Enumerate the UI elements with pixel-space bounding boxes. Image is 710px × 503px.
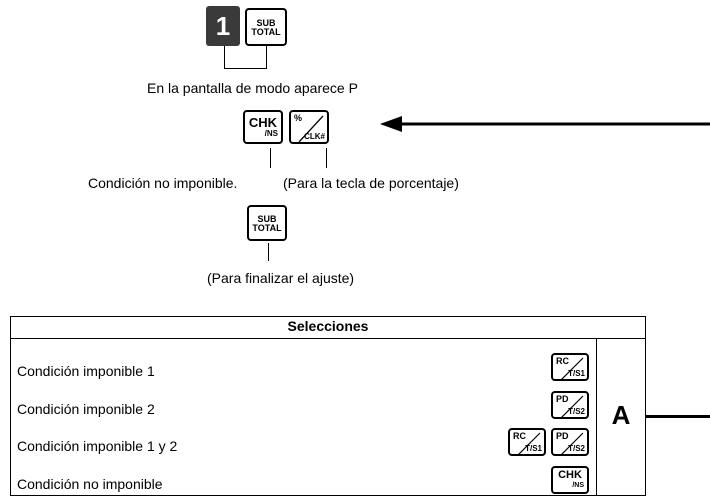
pd-label: PD [556, 394, 569, 404]
arrow-left-icon [380, 116, 710, 132]
key-1[interactable]: 1 [206, 6, 240, 46]
slash-icon [561, 357, 584, 379]
ts2-label: T/S2 [568, 444, 585, 453]
chk-label: CHK [558, 469, 582, 481]
ns-label: /NS [264, 129, 278, 138]
key-subtotal-top[interactable]: SUB TOTAL [245, 8, 287, 46]
caption-finish: (Para finalizar el ajuste) [207, 270, 355, 286]
ts1-label: T/S1 [525, 444, 542, 453]
key-subtotal-bottom[interactable]: SUB TOTAL [247, 205, 287, 241]
key-pd-ts2-row3[interactable]: PD T/S2 [551, 428, 589, 456]
table-row-2: Condición imponible 2 [17, 401, 155, 417]
key-rc-ts1-row3[interactable]: RC T/S1 [508, 428, 546, 456]
slash-icon [561, 432, 584, 454]
key-pd-ts2-row2[interactable]: PD T/S2 [551, 391, 589, 419]
slash-icon [518, 432, 541, 454]
connector-line [646, 415, 710, 418]
chk-label: CHK [248, 115, 278, 130]
bracket-bottom [224, 68, 267, 69]
caption-mode: En la pantalla de modo aparece P [147, 80, 358, 96]
table-outer [10, 316, 646, 496]
side-label-a: A [611, 400, 631, 430]
caption-nontax: Condición no imponible. [88, 175, 238, 191]
rc-label: RC [513, 431, 526, 441]
slash-icon [561, 395, 584, 417]
percent-label: % [294, 113, 303, 123]
subtotal-line1-b: SUB [257, 214, 277, 224]
rc-label: RC [556, 356, 569, 366]
table-col-divider [596, 338, 597, 496]
key-chk-ns[interactable]: CHK /NS [243, 110, 283, 144]
bracket-left [224, 46, 225, 68]
ns-label: /NS [572, 482, 584, 489]
clk-label: CLK# [304, 132, 325, 141]
caption-percent: (Para la tecla de porcentaje) [283, 175, 459, 191]
key-chk-ns-row4[interactable]: CHK /NS [551, 466, 589, 494]
subtotal-line2: TOTAL [251, 27, 281, 37]
key-percent-clk[interactable]: % CLK# [289, 110, 329, 144]
tick-subtotal [268, 243, 269, 261]
key-rc-ts1-row1[interactable]: RC T/S1 [551, 353, 589, 381]
tick-pct [326, 148, 327, 168]
tick-chk [270, 148, 271, 168]
table-row-4: Condición no imponible [17, 476, 163, 492]
slash-icon [298, 115, 324, 142]
pd-label: PD [556, 431, 569, 441]
table-row-3: Condición imponible 1 y 2 [17, 438, 178, 454]
subtotal-line1: SUB [256, 18, 276, 28]
table-row-1: Condición imponible 1 [17, 363, 155, 379]
ts2-label: T/S2 [568, 407, 585, 416]
bracket-right [266, 46, 267, 68]
table-header: Selecciones [287, 318, 369, 334]
subtotal-line2-b: TOTAL [252, 223, 282, 233]
table-header-bottom [10, 338, 646, 339]
ts1-label: T/S1 [568, 369, 585, 378]
